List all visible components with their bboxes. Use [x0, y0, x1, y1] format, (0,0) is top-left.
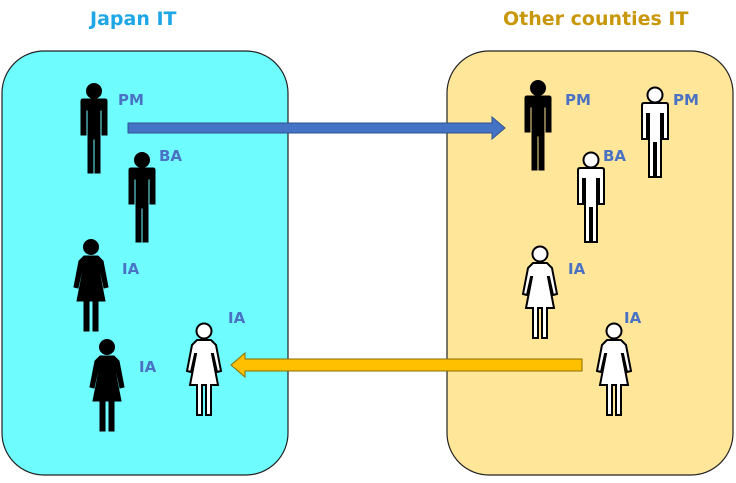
- japan-box: [1, 50, 289, 476]
- japan-role-label: IA: [228, 309, 246, 327]
- other-box: [446, 50, 734, 476]
- other-role-label: IA: [624, 309, 642, 327]
- japan-role-label: IA: [139, 358, 157, 376]
- arrow-japan-to-other: [127, 115, 506, 141]
- japan-role-label: IA: [122, 260, 140, 278]
- arrow-other-to-japan: [230, 351, 583, 379]
- other-role-label: BA: [603, 147, 627, 165]
- other-role-label: PM: [565, 91, 591, 109]
- japan-title: Japan IT: [90, 8, 177, 30]
- other-role-label: PM: [673, 91, 699, 109]
- japan-role-label: BA: [159, 147, 183, 165]
- other-title: Other counties IT: [503, 8, 689, 30]
- japan-role-label: PM: [118, 91, 144, 109]
- other-role-label: IA: [568, 260, 586, 278]
